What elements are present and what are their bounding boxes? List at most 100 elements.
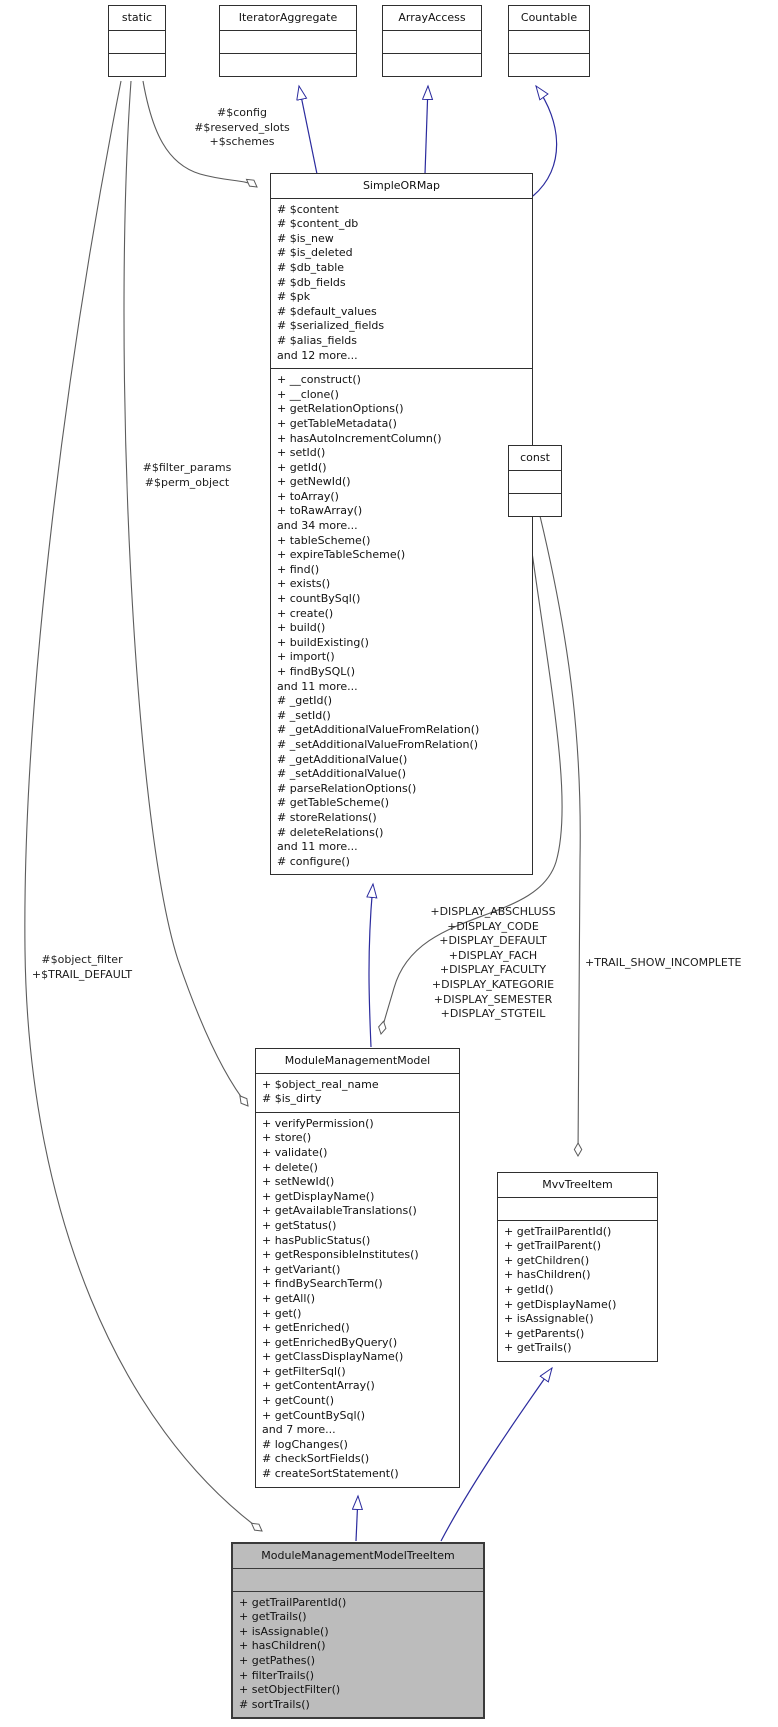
edge-label-static-model: #$filter_params#$perm_object <box>107 461 267 490</box>
class-box-static[interactable]: static <box>108 5 166 77</box>
method-row: + toRawArray() <box>277 504 363 518</box>
class-box-simpleormap[interactable]: SimpleORMap # $content# $content_db# $is… <box>270 173 533 876</box>
edge-label-line: +DISPLAY_KATEGORIE <box>431 977 555 991</box>
aggregation-edge-static-simpleormap <box>142 80 257 187</box>
methods-compartment <box>220 52 356 76</box>
edge-label-line: +DISPLAY_SEMESTER <box>433 992 553 1006</box>
method-row: + getCount() <box>262 1394 335 1408</box>
class-box-modulemanagementmodeltreeitem[interactable]: ModuleManagementModelTreeItem + getTrail… <box>231 1542 485 1720</box>
method-row: + setId() <box>277 446 326 460</box>
method-row: + getVariant() <box>262 1262 341 1276</box>
method-row: + __clone() <box>277 387 339 401</box>
attributes-compartment <box>109 29 165 53</box>
class-box-countable[interactable]: Countable <box>508 5 590 77</box>
aggregation-edge-static-treeitem <box>24 80 262 1531</box>
attribute-row: # $is_deleted <box>277 246 353 260</box>
method-row: + getTrails() <box>504 1341 572 1355</box>
class-title: ModuleManagementModelTreeItem <box>261 1549 455 1562</box>
attribute-row: + $object_real_name <box>262 1077 379 1091</box>
methods-compartment <box>509 52 589 76</box>
methods-compartment: + getTrailParentId()+ getTrails()+ isAss… <box>233 1590 483 1718</box>
method-row: + getAll() <box>262 1291 315 1305</box>
edge-label-static-treeitem: #$object_filter+$TRAIL_DEFAULT <box>2 953 162 982</box>
method-row: + isAssignable() <box>504 1312 594 1326</box>
edge-label-line: +DISPLAY_DEFAULT <box>439 934 547 948</box>
method-row: + findBySQL() <box>277 665 356 678</box>
attributes-compartment <box>509 29 589 53</box>
method-row: + getTrailParent() <box>504 1239 602 1253</box>
attributes-compartment <box>498 1196 657 1220</box>
method-row: + getAvailableTranslations() <box>262 1204 417 1218</box>
method-row: + getFilterSql() <box>262 1364 346 1378</box>
method-row: # _setAdditionalValue() <box>277 767 407 781</box>
aggregation-edge-static-model <box>123 80 248 1106</box>
methods-compartment <box>509 492 561 516</box>
method-row: + get() <box>262 1306 302 1320</box>
method-row: + getTableMetadata() <box>277 416 397 430</box>
method-row: + getDisplayName() <box>262 1189 375 1203</box>
inheritance-edge-treeitem-mvvtreeitem <box>440 1368 552 1542</box>
class-box-arrayaccess[interactable]: ArrayAccess <box>382 5 482 77</box>
attributes-compartment <box>233 1567 483 1591</box>
method-row: and 11 more... <box>277 840 358 854</box>
method-row: + buildExisting() <box>277 635 369 649</box>
method-row: + findBySearchTerm() <box>262 1277 383 1291</box>
method-row: + tableScheme() <box>277 533 371 547</box>
edge-label-line: #$perm_object <box>144 475 230 489</box>
edge-label-line: #$filter_params <box>142 461 232 474</box>
method-row: # logChanges() <box>262 1437 348 1451</box>
class-title: MvvTreeItem <box>542 1178 613 1191</box>
inheritance-edge-simpleormap-arrayaccess <box>425 86 428 175</box>
class-box-const[interactable]: const <box>508 445 562 517</box>
class-title: static <box>121 11 153 24</box>
method-row: + getRelationOptions() <box>277 402 404 416</box>
method-row: + build() <box>277 621 326 635</box>
method-row: + expireTableScheme() <box>277 548 406 562</box>
attributes-compartment <box>383 29 481 53</box>
method-row: + create() <box>277 606 334 620</box>
method-row: + hasChildren() <box>504 1268 591 1282</box>
aggregation-edge-const-model <box>381 515 563 1034</box>
edge-label-line: +DISPLAY_FACULTY <box>439 963 547 977</box>
class-box-iteratoraggregate[interactable]: IteratorAggregate <box>219 5 357 77</box>
method-row: + getId() <box>504 1282 554 1296</box>
attribute-row: # $is_new <box>277 231 334 245</box>
edge-label-line: +DISPLAY_FACH <box>448 948 538 962</box>
method-row: + getPathes() <box>239 1653 316 1667</box>
method-row: + store() <box>262 1131 312 1145</box>
class-box-modulemanagementmodel[interactable]: ModuleManagementModel + $object_real_nam… <box>255 1048 460 1488</box>
attribute-row: # $db_table <box>277 260 345 274</box>
class-box-mvvtreeitem[interactable]: MvvTreeItem + getTrailParentId()+ getTra… <box>497 1172 658 1362</box>
method-row: + validate() <box>262 1145 328 1159</box>
method-row: + getDisplayName() <box>504 1297 617 1311</box>
method-row: + getTrailParentId() <box>504 1224 612 1238</box>
method-row: # _getId() <box>277 694 333 708</box>
attribute-row: and 12 more... <box>277 348 358 362</box>
inheritance-edge-treeitem-model <box>356 1496 358 1542</box>
method-row: + hasPublicStatus() <box>262 1233 371 1247</box>
method-row: # _getAdditionalValue() <box>277 752 408 766</box>
method-row: + getResponsibleInstitutes() <box>262 1248 419 1262</box>
attribute-row: # $alias_fields <box>277 333 358 347</box>
method-row: # deleteRelations() <box>277 825 384 839</box>
method-row: + getCountBySql() <box>262 1408 366 1422</box>
method-row: # getTableScheme() <box>277 796 390 810</box>
method-row: + getTrails() <box>239 1610 307 1624</box>
class-title: const <box>520 451 550 464</box>
methods-compartment: + __construct()+ __clone()+ getRelationO… <box>271 368 532 874</box>
method-row: # checkSortFields() <box>262 1452 370 1466</box>
class-title: ArrayAccess <box>398 11 466 24</box>
attribute-row: # $content_db <box>277 217 359 231</box>
edge-label-line: #$reserved_slots <box>194 120 290 134</box>
method-row: # configure() <box>277 854 350 868</box>
class-title: IteratorAggregate <box>238 11 338 24</box>
edge-label-static-simpleormap: #$config#$reserved_slots+$schemes <box>162 106 322 150</box>
class-title: SimpleORMap <box>362 179 441 192</box>
method-row: + getContentArray() <box>262 1379 375 1393</box>
method-row: + getChildren() <box>504 1253 590 1267</box>
edge-label-const-mvvtreeitem: +TRAIL_SHOW_INCOMPLETE <box>585 956 775 971</box>
class-title: ModuleManagementModel <box>284 1054 431 1067</box>
method-row: + getEnrichedByQuery() <box>262 1335 398 1349</box>
